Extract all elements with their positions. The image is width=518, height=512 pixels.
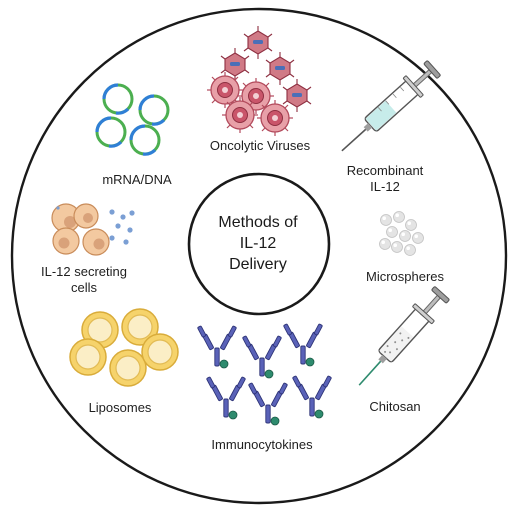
label-chitosan: Chitosan: [369, 399, 421, 414]
secreting-cell-icon: [51, 203, 135, 256]
center-title-line3: Delivery: [229, 256, 287, 273]
label-recombinant-il12: Recombinant IL-12: [340, 163, 430, 195]
syringe-icon: [341, 60, 441, 152]
center-title: Methods of IL-12 Delivery: [198, 212, 318, 275]
label-liposomes: Liposomes: [88, 400, 152, 415]
center-circle: [187, 172, 331, 316]
label-mrna-dna: mRNA/DNA: [102, 172, 172, 187]
label-secreting-line2: cells: [70, 280, 97, 295]
label-recombinant-line1: Recombinant: [346, 163, 424, 178]
center-title-line2: IL-12: [239, 235, 277, 252]
center-title-line1: Methods of: [218, 214, 298, 231]
label-recombinant-line2: IL-12: [370, 179, 400, 194]
label-oncolytic-viruses: Oncolytic Viruses: [209, 138, 311, 153]
label-secreting-line1: IL-12 secreting: [41, 264, 127, 279]
label-immunocytokines: Immunocytokines: [211, 437, 313, 452]
label-il12-secreting-cells: IL-12 secreting cells: [28, 264, 140, 296]
label-microspheres: Microspheres: [365, 269, 445, 284]
chitosan-syringe-icon: [358, 286, 450, 386]
